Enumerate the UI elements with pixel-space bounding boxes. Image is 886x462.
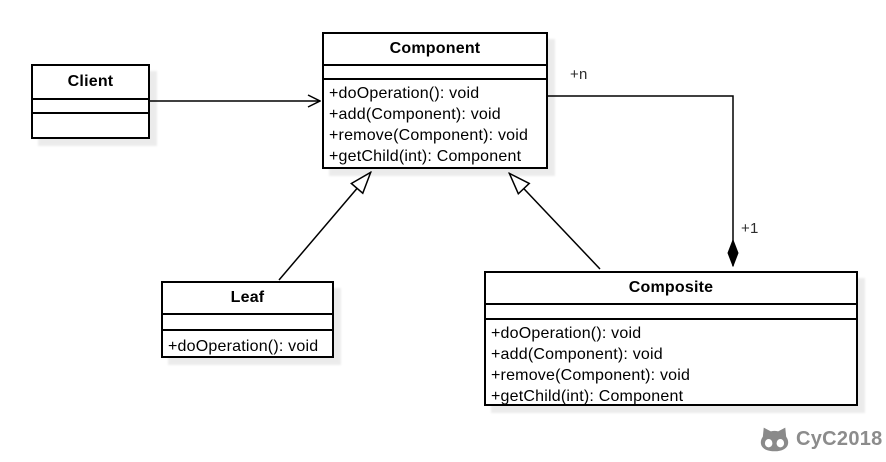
- attributes-compartment: [324, 64, 546, 78]
- class-title-client: Client: [67, 73, 114, 90]
- composite-generalization-arrow: [509, 173, 601, 270]
- class-box-leaf: Leaf +doOperation(): void: [161, 281, 334, 358]
- method-row: +doOperation(): void: [168, 338, 319, 355]
- multiplicity-label-1: +1: [741, 220, 759, 237]
- operations-compartment: [33, 112, 148, 137]
- method-row: +doOperation(): void: [491, 325, 642, 342]
- operations-compartment: +doOperation(): void +add(Component): vo…: [324, 78, 546, 167]
- cat-icon: [759, 426, 790, 452]
- class-box-component: Component +doOperation(): void +add(Comp…: [322, 32, 548, 169]
- operations-compartment: +doOperation(): void +add(Component): vo…: [486, 318, 856, 404]
- method-row: +doOperation(): void: [329, 85, 480, 102]
- class-title-component: Component: [389, 40, 481, 57]
- attributes-compartment: [486, 303, 856, 318]
- method-row: +add(Component): void: [329, 106, 501, 123]
- attributes-compartment: [163, 313, 332, 329]
- method-row: +getChild(int): Component: [491, 388, 684, 404]
- multiplicity-label-n: +n: [570, 66, 588, 83]
- method-row: +add(Component): void: [491, 346, 663, 363]
- component-composite-composition-link: [548, 95, 733, 266]
- watermark-text: CyC2018: [796, 427, 883, 450]
- operations-compartment: +doOperation(): void: [163, 329, 332, 356]
- class-box-client: Client: [31, 64, 150, 139]
- method-row: +remove(Component): void: [491, 367, 691, 384]
- class-box-composite: Composite +doOperation(): void +add(Comp…: [484, 271, 858, 406]
- watermark: CyC2018: [759, 426, 883, 452]
- method-row: +remove(Component): void: [329, 127, 529, 144]
- attributes-compartment: [33, 98, 148, 112]
- class-title-composite: Composite: [628, 279, 714, 296]
- class-title-leaf: Leaf: [230, 289, 265, 306]
- leaf-generalization-arrow: [278, 172, 371, 281]
- method-row: +getChild(int): Component: [329, 148, 522, 165]
